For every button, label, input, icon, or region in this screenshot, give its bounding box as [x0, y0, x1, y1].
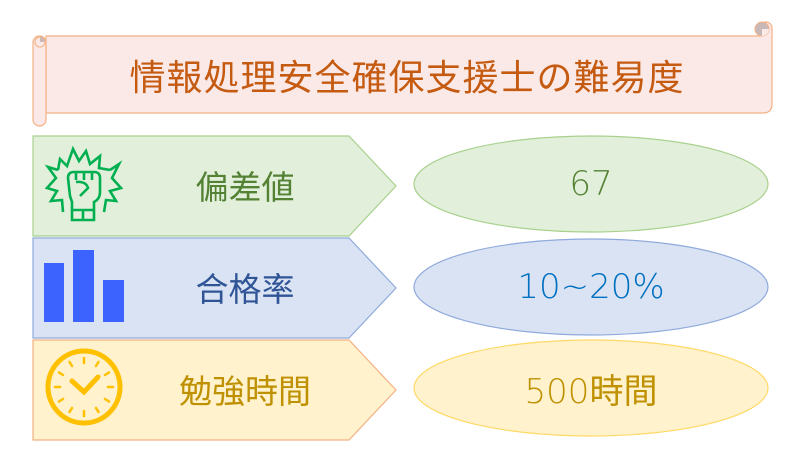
row-1-arrow-shape: [32, 135, 397, 237]
title-banner-scroll: [32, 21, 773, 127]
bar-chart-icon: [44, 250, 124, 322]
row-2-label: 合格率: [195, 270, 295, 309]
row-2-value-ellipse: [413, 238, 769, 336]
row-3-value: 500時間: [524, 371, 658, 412]
fist-icon: [44, 145, 124, 222]
row-1-value: 67: [569, 164, 613, 204]
row-2-value: 10~20%: [517, 267, 665, 307]
row-1-label: 偏差値: [195, 168, 295, 207]
row-1-value-ellipse: [413, 135, 769, 233]
clock-icon: [45, 348, 123, 426]
row-3-label: 勉強時間: [179, 372, 311, 411]
row-3-arrow-shape: [32, 339, 397, 441]
page-title: 情報処理安全確保支援士の難易度: [129, 58, 685, 99]
row-3-value-ellipse: [413, 339, 769, 437]
